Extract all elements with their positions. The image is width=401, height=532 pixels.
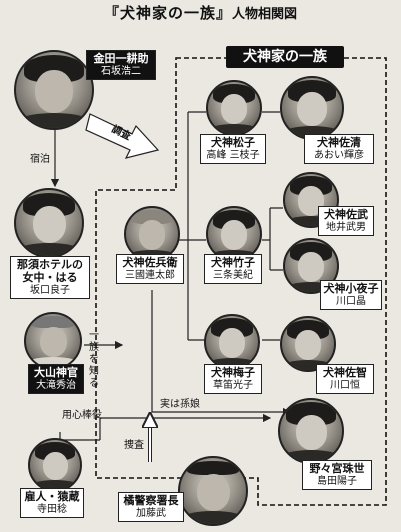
umeko-actor: 草笛光子 [213, 380, 253, 391]
sayoko-actor: 川口晶 [336, 296, 366, 307]
kiyo-name: 犬神佐清 [317, 136, 361, 149]
oyamagami-label: 大山神官 大滝秀治 [28, 364, 84, 394]
umeko-label: 犬神梅子 草笛光子 [204, 364, 262, 394]
sabu-name: 犬神佐武 [324, 208, 368, 221]
title-main: 『犬神家の一族』 [103, 4, 232, 22]
bodyguard-label: 用心棒役 [62, 410, 102, 421]
sayoko-name: 犬神小夜子 [323, 282, 379, 295]
search-label: 捜査 [124, 440, 144, 451]
saruzo-name: 雇人・猿蔵 [24, 490, 80, 503]
sayoko-label: 犬神小夜子 川口晶 [320, 280, 382, 310]
sachi-label: 犬神佐智 川口恒 [316, 364, 374, 394]
matsuko-photo [206, 80, 262, 136]
takeko-actor: 三条美紀 [213, 270, 253, 281]
tamayo-label: 野々宮珠世 島田陽子 [302, 460, 372, 490]
matsuko-actor: 高峰 三枝子 [206, 150, 260, 161]
family-group-label: 犬神家の一族 [226, 46, 344, 68]
grandchild-label: 実は孫娘 [160, 399, 200, 410]
saruzo-photo [28, 438, 82, 492]
kindaichi-photo [14, 50, 94, 130]
matsuko-name: 犬神松子 [211, 136, 255, 149]
oyamagami-name: 大山神官 [34, 366, 78, 379]
tachibana-label: 橘警察署長 加藤武 [118, 492, 184, 522]
kiyo-actor: あおい輝彦 [314, 150, 364, 161]
sachi-name: 犬神佐智 [323, 366, 367, 379]
sayoko-photo [283, 238, 339, 294]
haru-actor: 坂口良子 [30, 285, 70, 296]
takeko-label: 犬神竹子 三条美紀 [204, 254, 262, 284]
umeko-name: 犬神梅子 [211, 366, 255, 379]
tamayo-name: 野々宮珠世 [309, 462, 365, 475]
oyamagami-actor: 大滝秀治 [36, 380, 76, 391]
oyamagami-photo [24, 312, 82, 370]
kiyo-label: 犬神佐清 あおい輝彦 [304, 134, 374, 164]
sahei-photo [124, 206, 180, 262]
kindaichi-actor: 石坂浩二 [101, 66, 141, 77]
investigate-arrow [85, 113, 160, 159]
matsuko-label: 犬神松子 高峰 三枝子 [200, 134, 266, 164]
haru-photo [14, 188, 84, 258]
haru-name-2: 女中・はる [22, 271, 78, 284]
haru-name-1: 那須ホテルの [17, 258, 83, 271]
sachi-actor: 川口恒 [330, 380, 360, 391]
stay-label: 宿泊 [30, 154, 50, 165]
sahei-actor: 三國連太郎 [125, 270, 175, 281]
tree-trunk [178, 111, 206, 341]
saruzo-actor: 寺田稔 [37, 504, 67, 515]
chart-title: 『犬神家の一族』人物相関図 [0, 2, 401, 23]
sabu-photo [283, 172, 339, 228]
saruzo-label: 雇人・猿蔵 寺田稔 [20, 488, 84, 518]
takeko-name: 犬神竹子 [211, 256, 255, 269]
kiyo-photo [280, 76, 344, 140]
sabu-label: 犬神佐武 地井武男 [318, 206, 374, 236]
family-group-border [95, 57, 387, 506]
sahei-name: 犬神佐兵衛 [122, 256, 178, 269]
tachibana-actor: 加藤武 [136, 508, 166, 519]
title-sub: 人物相関図 [232, 7, 298, 22]
know-clan-label: 一族を知る [89, 330, 99, 389]
umeko-photo [204, 314, 260, 370]
kindaichi-name: 金田一耕助 [93, 52, 149, 65]
sachi-photo [280, 316, 336, 372]
haru-label: 那須ホテルの 女中・はる 坂口良子 [10, 256, 90, 299]
tree-takeko-kids [262, 207, 283, 271]
tachibana-photo [178, 456, 248, 526]
sahei-label: 犬神佐兵衛 三國連太郎 [116, 254, 184, 284]
tachibana-name: 橘警察署長 [123, 494, 179, 507]
sabu-actor: 地井武男 [326, 222, 366, 233]
kindaichi-label: 金田一耕助 石坂浩二 [86, 50, 156, 80]
bodyguard-line [59, 418, 101, 441]
tamayo-actor: 島田陽子 [317, 476, 357, 487]
tamayo-photo [278, 398, 344, 464]
